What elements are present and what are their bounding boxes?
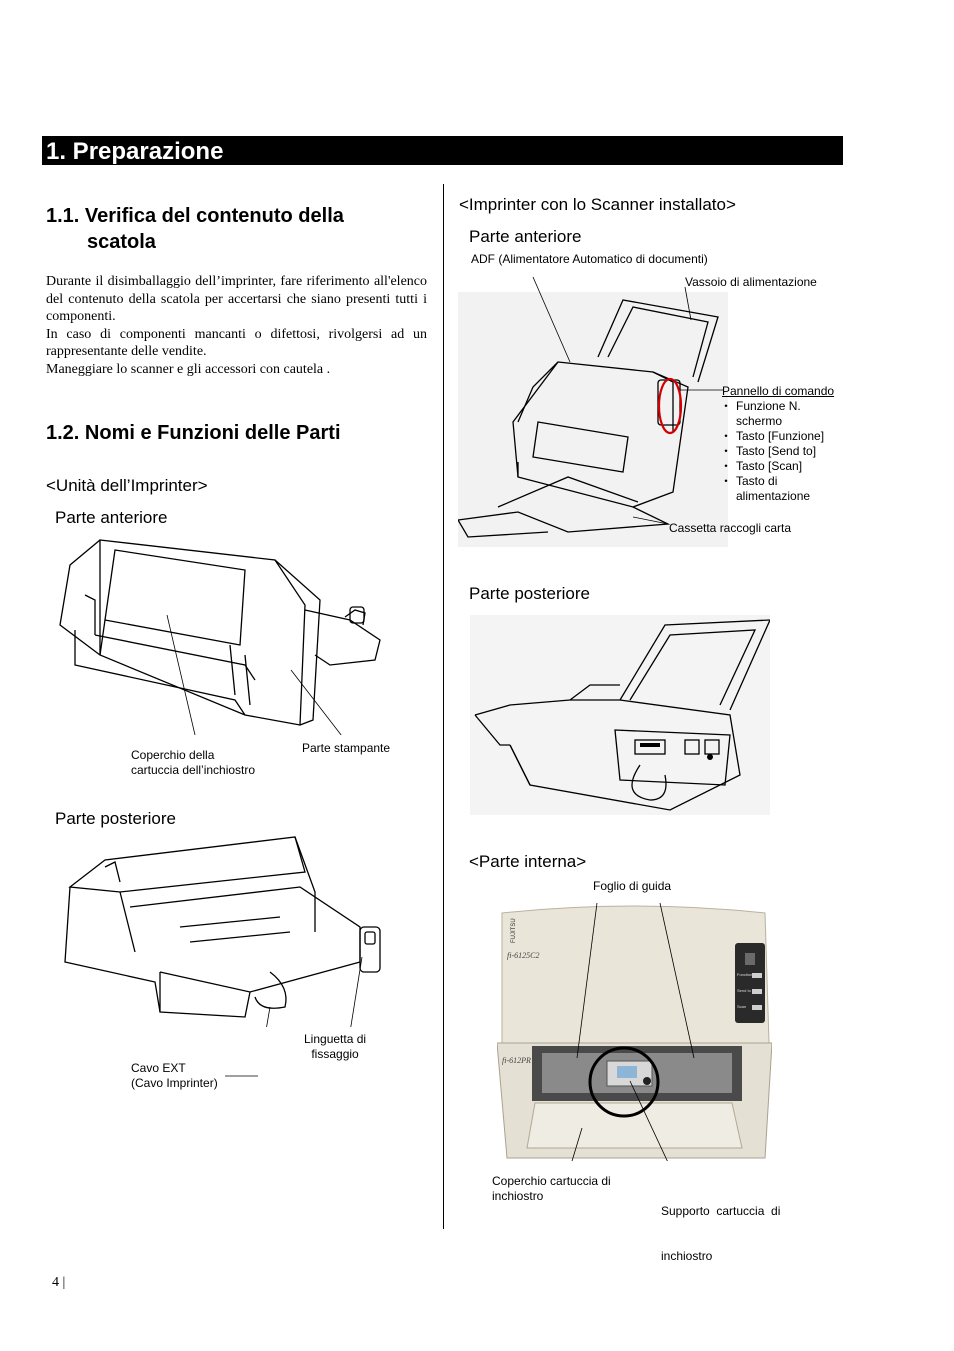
list-item: Tasto [Send to] (720, 444, 837, 459)
callout-adf: ADF (Alimentatore Automatico di document… (471, 252, 708, 266)
callout-print-section: Parte stampante (302, 741, 391, 755)
callout-guide-sheet: Foglio di guida (593, 879, 672, 893)
list-item: Tasto di alimentazione (720, 474, 837, 504)
scanner-installed-title: <Imprinter con lo Scanner installato> (459, 195, 736, 214)
scanner-rear-illustration (470, 615, 770, 815)
paragraph: Durante il disimballaggio dell’imprinter… (46, 274, 427, 325)
panel-label: Function (737, 972, 752, 977)
callout-ext-cable: Cavo EXT (Cavo Imprinter) (131, 1061, 218, 1090)
imprinter-front-label: Parte anteriore (55, 508, 168, 527)
imprinter-front-illustration (59, 539, 381, 735)
list-item: Funzione N. schermo (720, 399, 837, 429)
callout-cartridge-cover-internal: Coperchio cartuccia di inchiostro (492, 1174, 611, 1203)
imprinter-rear-illustration (64, 836, 381, 1027)
chapter-header-bar (42, 136, 843, 165)
imprinter-model-text: fi-612PR (502, 1056, 531, 1065)
callout-cartridge-cover: Coperchio della cartuccia dell’inchiostr… (131, 748, 256, 777)
internal-title: <Parte interna> (469, 852, 587, 871)
scanner-rear-label: Parte posteriore (469, 584, 590, 603)
section-heading-1-1: 1.1. Verifica del contenuto della scatol… (46, 205, 344, 253)
device-brand-text: FUJITSU (511, 918, 517, 943)
callout-feed-tray: Vassoio di alimentazione (685, 275, 817, 289)
page-number: 4 | (52, 1275, 66, 1290)
list-item: Tasto [Scan] (720, 459, 837, 474)
paragraph: In caso di componenti mancanti o difetto… (46, 326, 427, 360)
leader-line (225, 1075, 258, 1077)
panel-label: Scan (737, 1004, 746, 1009)
callout-control-panel: Pannello di comando Funzione N. schermo … (720, 384, 837, 504)
section-heading-1-2: 1.2. Nomi e Funzioni delle Parti (46, 422, 341, 444)
paragraph: Maneggiare lo scanner e gli accessori co… (46, 361, 331, 377)
section-1-1-body: Durante il disimballaggio dell’imprinter… (46, 273, 427, 379)
column-divider (443, 184, 444, 1229)
chapter-title: 1. Preparazione (46, 138, 224, 165)
callout-cartridge-holder: Supporto cartuccia di inchiostro (661, 1204, 781, 1263)
control-panel-item-list: Funzione N. schermo Tasto [Funzione] Tas… (720, 399, 837, 504)
panel-label: Send to (737, 988, 752, 993)
imprinter-rear-label: Parte posteriore (55, 809, 176, 828)
scanner-front-illustration (458, 276, 728, 547)
scanner-front-label: Parte anteriore (469, 227, 582, 246)
callout-stacker: Cassetta raccogli carta (669, 521, 792, 535)
callout-fixing-tab: Linguetta di fissaggio (304, 1032, 367, 1061)
device-model-text: fi-6125C2 (507, 951, 539, 960)
list-item: Tasto [Funzione] (720, 429, 837, 444)
imprinter-unit-title: <Unità dell’Imprinter> (46, 476, 208, 495)
internal-photo-illustration: FUJITSU fi-6125C2 Function Send to Scan … (497, 903, 772, 1161)
